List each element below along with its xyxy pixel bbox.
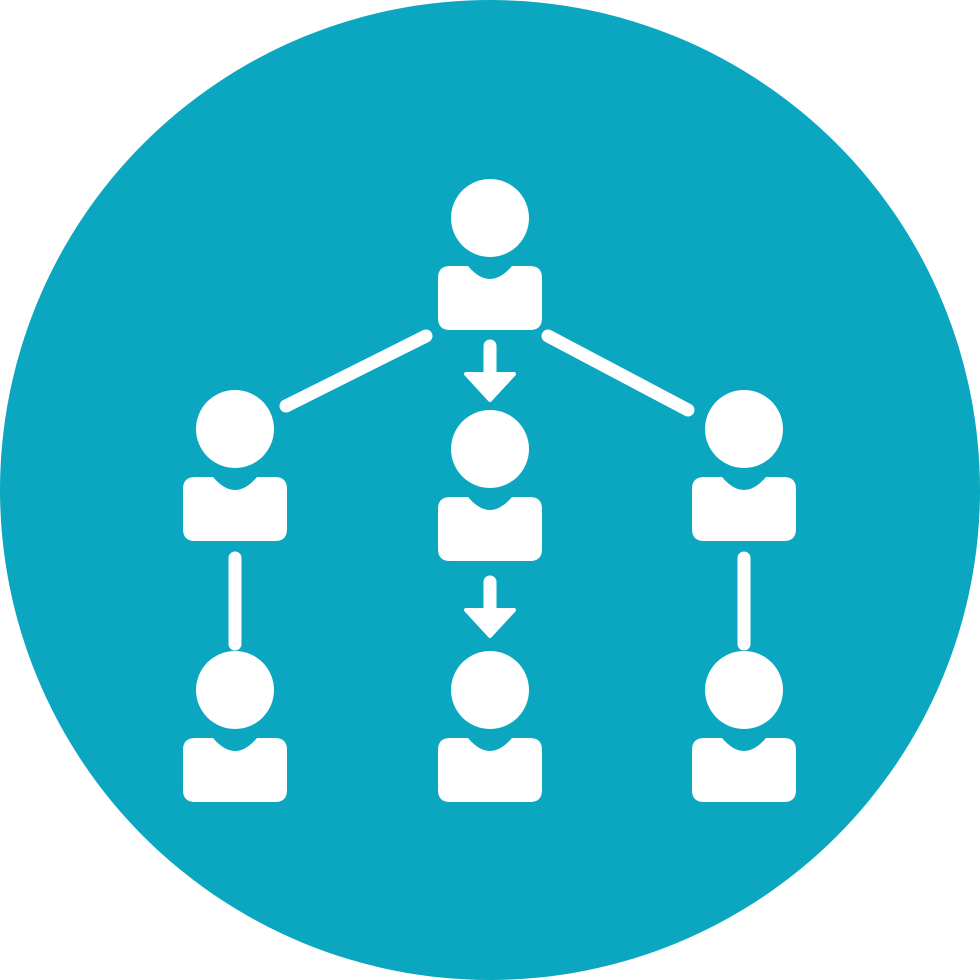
arrowheads	[464, 372, 516, 638]
arrow-down-icon	[464, 372, 516, 402]
arrow-down-icon	[464, 608, 516, 638]
connector-top-left	[279, 329, 433, 413]
connector-top-right	[541, 329, 695, 417]
connectors	[228, 329, 751, 651]
